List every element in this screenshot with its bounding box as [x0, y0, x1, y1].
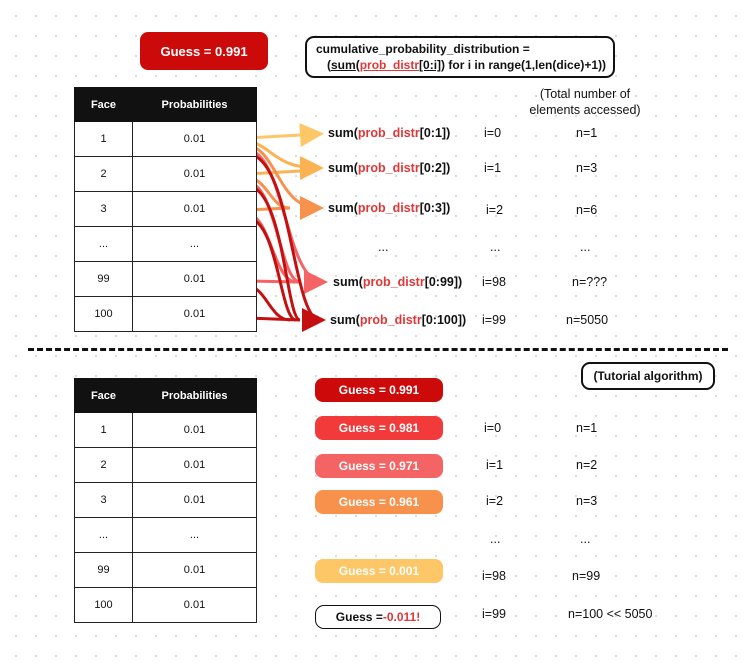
bottom-i-1: i=1 [486, 458, 504, 472]
guess-badge-top: Guess = 0.991 [140, 32, 268, 70]
bottom-n-ellipsis: ... [580, 532, 591, 546]
bottom-i-99: i=99 [482, 607, 506, 621]
bottom-n-99: n=99 [572, 569, 601, 583]
bottom-i-0: i=0 [484, 421, 502, 435]
bottom-i-2: i=2 [486, 494, 504, 508]
top-i-99: i=99 [482, 313, 506, 327]
top-n-unknown: n=??? [572, 275, 608, 289]
sum-expr-100: sum(prob_distr[0:100]) [330, 313, 467, 327]
sum-expr-3: sum(prob_distr[0:3]) [328, 201, 451, 215]
sum-expr-1: sum(prob_distr[0:1]) [328, 126, 451, 140]
guess-pill-final: Guess = -0.011! [315, 605, 441, 629]
bottom-n-final: n=100 << 5050 [568, 607, 653, 621]
code-line-1: cumulative_probability_distribution = [316, 42, 530, 56]
arrow-sum-1 [246, 123, 324, 147]
table-row: ...... [74, 226, 257, 262]
guess-pill-0981: Guess = 0.981 [315, 416, 443, 440]
top-i-1: i=0 [484, 126, 502, 140]
sum-expr-ellipsis: ... [378, 240, 389, 254]
bottom-n-1: n=1 [576, 421, 598, 435]
bottom-n-3: n=3 [576, 494, 598, 508]
bottom-n-2: n=2 [576, 458, 598, 472]
section-divider [28, 348, 728, 351]
top-i-ellipsis: ... [490, 240, 501, 254]
bottom-i-98: i=98 [482, 569, 506, 583]
top-n-6: n=6 [576, 203, 598, 217]
header-face: Face [74, 87, 133, 122]
guess-pill-0961: Guess = 0.961 [315, 490, 443, 514]
top-n-ellipsis: ... [580, 240, 591, 254]
elements-accessed-note: (Total number of elements accessed) [529, 87, 641, 117]
arrow-sum-100b [246, 184, 301, 322]
guess-pill-0991: Guess = 0.991 [315, 378, 443, 402]
code-formula-box: cumulative_probability_distribution = (s… [305, 36, 615, 78]
code-line-2: (sum(prob_distr[0:i]) for i in range(1,l… [327, 58, 607, 72]
header-probabilities: Probabilities [132, 87, 257, 122]
top-n-3: n=3 [576, 161, 598, 175]
guess-pill-0001: Guess = 0.001 [315, 559, 443, 583]
sum-expr-99: sum(prob_distr[0:99]) [333, 275, 463, 289]
top-i-98: i=98 [482, 275, 506, 289]
top-i-2: i=1 [484, 161, 502, 175]
header-probabilities: Probabilities [132, 378, 257, 413]
bottom-i-ellipsis: ... [490, 532, 501, 546]
arrow-sum-100a [246, 152, 326, 332]
sum-expr-2: sum(prob_distr[0:2]) [328, 161, 451, 175]
header-face: Face [74, 378, 133, 413]
tutorial-algorithm-label: (Tutorial algorithm) [581, 362, 715, 390]
guess-pill-0971: Guess = 0.971 [315, 454, 443, 478]
arrow-sum-2b [246, 168, 319, 176]
table-row: ...... [74, 517, 257, 553]
top-n-5050: n=5050 [566, 313, 609, 327]
top-n-1: n=1 [576, 126, 598, 140]
top-i-3: i=2 [486, 203, 504, 217]
